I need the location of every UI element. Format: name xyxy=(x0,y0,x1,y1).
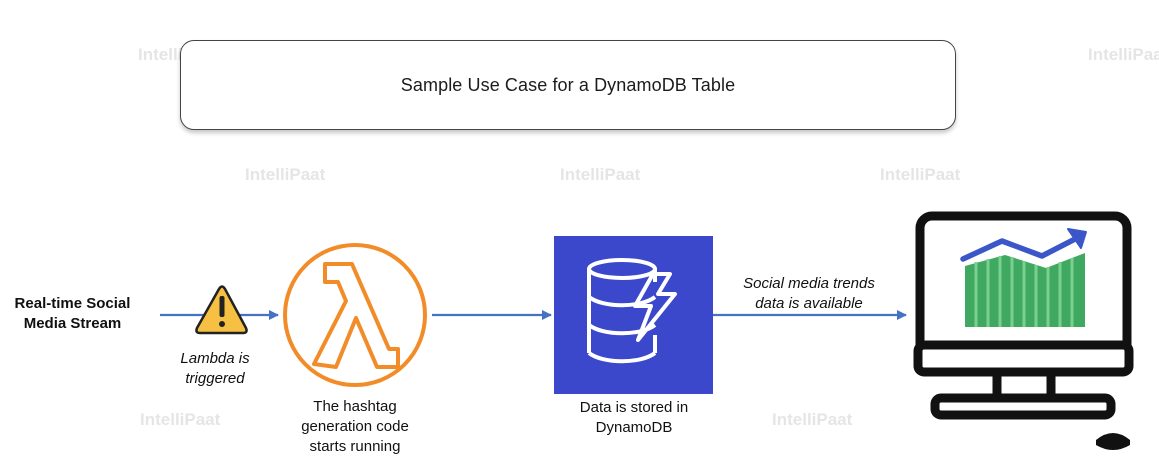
trigger-label: Lambda is triggered xyxy=(160,349,270,389)
mouse-icon xyxy=(1096,433,1130,450)
warning-triangle-icon xyxy=(195,285,248,335)
watermark: IntelliPaat xyxy=(245,165,326,184)
trends-label-line: Social media trends xyxy=(743,275,875,292)
source-label: Real-time Social Media Stream xyxy=(0,294,145,334)
aws-dynamodb-icon xyxy=(554,236,713,394)
watermark: IntelliPaat xyxy=(880,165,961,184)
aws-lambda-icon xyxy=(283,243,427,387)
dynamo-label: Data is stored in DynamoDB xyxy=(548,398,720,438)
trigger-label-line: Lambda is xyxy=(180,350,250,367)
watermark: IntelliPaat xyxy=(140,410,221,429)
trigger-label-line: triggered xyxy=(185,370,245,387)
trends-label-line: data is available xyxy=(755,295,863,312)
diagram-title: Sample Use Case for a DynamoDB Table xyxy=(400,74,736,95)
source-label-line: Real-time Social xyxy=(14,295,131,312)
source-label-line: Media Stream xyxy=(23,315,122,332)
watermark: IntelliPaat xyxy=(1088,45,1159,64)
dynamo-label-line: Data is stored in xyxy=(579,399,689,416)
monitor-chart-icon xyxy=(913,211,1134,420)
lambda-label: The hashtag generation code starts runni… xyxy=(278,397,432,457)
watermark: IntelliPaat xyxy=(560,165,641,184)
lambda-label-line: generation code xyxy=(301,418,409,435)
watermark: IntelliPaat xyxy=(772,410,853,429)
title-box: Sample Use Case for a DynamoDB Table xyxy=(180,40,956,130)
trends-label: Social media trends data is available xyxy=(720,274,898,314)
lambda-label-line: starts running xyxy=(309,438,401,455)
lambda-label-line: The hashtag xyxy=(313,398,397,415)
dynamo-label-line: DynamoDB xyxy=(595,419,673,436)
